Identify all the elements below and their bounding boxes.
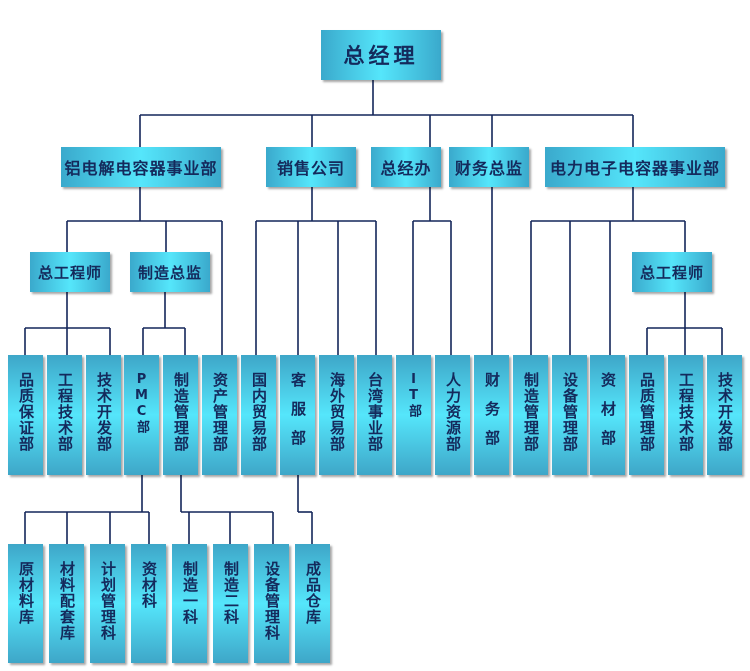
sales-company-label: 销售公司	[276, 159, 345, 178]
finance-director-box[interactable]: 财务总监	[449, 147, 529, 187]
dept-label: 资材部	[599, 372, 617, 459]
right-chief-engineer-box[interactable]: 总工程师	[632, 252, 712, 292]
power-electronics-division-label: 电力电子电容器事业部	[549, 159, 720, 178]
dept-box[interactable]: 财务部	[474, 355, 509, 475]
dept-label: 品质管理部	[638, 372, 656, 452]
dept-box[interactable]: 制造管理部	[513, 355, 548, 475]
section-label: 设备管理科	[263, 561, 281, 641]
dept-label: 品质保证部	[17, 372, 35, 452]
dept-box[interactable]: 技术开发部	[707, 355, 742, 475]
dept-box[interactable]: 客服部	[280, 355, 315, 475]
dept-box[interactable]: 海外贸易部	[319, 355, 354, 475]
dept-box[interactable]: 资产管理部	[202, 355, 237, 475]
dept-box[interactable]: 工程技术部	[47, 355, 82, 475]
section-box[interactable]: 计划管理科	[90, 544, 125, 663]
section-label: 计划管理科	[99, 561, 117, 641]
section-box[interactable]: 制造一科	[172, 544, 207, 663]
finance-director-label: 财务总监	[454, 159, 523, 178]
section-box[interactable]: 成品仓库	[295, 544, 330, 663]
dept-label: 台湾事业部	[366, 372, 384, 452]
dept-label: 国内贸易部	[250, 372, 268, 452]
dept-label: 财务部	[483, 372, 501, 459]
dept-box[interactable]: 台湾事业部	[357, 355, 392, 475]
section-label: 成品仓库	[304, 561, 322, 625]
power-electronics-division-box[interactable]: 电力电子电容器事业部	[545, 147, 725, 187]
dept-box[interactable]: 品质保证部	[8, 355, 43, 475]
section-label: 原材料库	[17, 561, 35, 625]
right-chief-engineer-label: 总工程师	[639, 263, 704, 282]
dept-box[interactable]: 国内贸易部	[241, 355, 276, 475]
aluminum-division-label: 铝电解电容器事业部	[64, 159, 218, 178]
section-label: 制造二科	[222, 561, 240, 625]
section-label: 资材科	[140, 561, 158, 609]
dept-label: 资产管理部	[211, 372, 229, 452]
dept-box[interactable]: 人力资源部	[435, 355, 470, 475]
dept-box[interactable]: IT部	[396, 355, 431, 475]
sales-company-box[interactable]: 销售公司	[266, 147, 356, 187]
dept-label: 技术开发部	[716, 372, 734, 452]
section-box[interactable]: 原材料库	[8, 544, 43, 663]
dept-label: 客服部	[289, 372, 307, 459]
section-box[interactable]: 设备管理科	[254, 544, 289, 663]
section-box[interactable]: 资材科	[131, 544, 166, 663]
dept-box[interactable]: 工程技术部	[668, 355, 703, 475]
gm-office-label: 总经办	[380, 159, 432, 178]
section-label: 制造一科	[181, 561, 199, 625]
dept-label: 工程技术部	[677, 372, 695, 452]
dept-label: PMC部	[134, 372, 149, 434]
dept-box[interactable]: 技术开发部	[86, 355, 121, 475]
general-manager-label: 总经理	[343, 44, 419, 68]
dept-label: 制造管理部	[522, 372, 540, 452]
section-box[interactable]: 制造二科	[213, 544, 248, 663]
dept-label: 制造管理部	[172, 372, 190, 452]
manufacturing-director-label: 制造总监	[137, 263, 202, 282]
dept-box[interactable]: 资材部	[590, 355, 625, 475]
dept-box[interactable]: 制造管理部	[163, 355, 198, 475]
aluminum-division-box[interactable]: 铝电解电容器事业部	[61, 147, 221, 187]
left-chief-engineer-box[interactable]: 总工程师	[30, 252, 110, 292]
manufacturing-director-box[interactable]: 制造总监	[130, 252, 210, 292]
section-label: 材料配套库	[58, 561, 76, 641]
dept-label: IT部	[406, 372, 421, 418]
section-box[interactable]: 材料配套库	[49, 544, 84, 663]
dept-label: 技术开发部	[95, 372, 113, 452]
dept-label: 设备管理部	[561, 372, 579, 452]
dept-box[interactable]: 品质管理部	[629, 355, 664, 475]
dept-label: 海外贸易部	[328, 372, 346, 452]
dept-box[interactable]: 设备管理部	[552, 355, 587, 475]
general-manager-box[interactable]: 总经理	[321, 30, 441, 80]
dept-box[interactable]: PMC部	[124, 355, 159, 475]
gm-office-box[interactable]: 总经办	[371, 147, 441, 187]
left-chief-engineer-label: 总工程师	[37, 263, 102, 282]
dept-label: 人力资源部	[444, 372, 462, 452]
dept-label: 工程技术部	[56, 372, 74, 452]
